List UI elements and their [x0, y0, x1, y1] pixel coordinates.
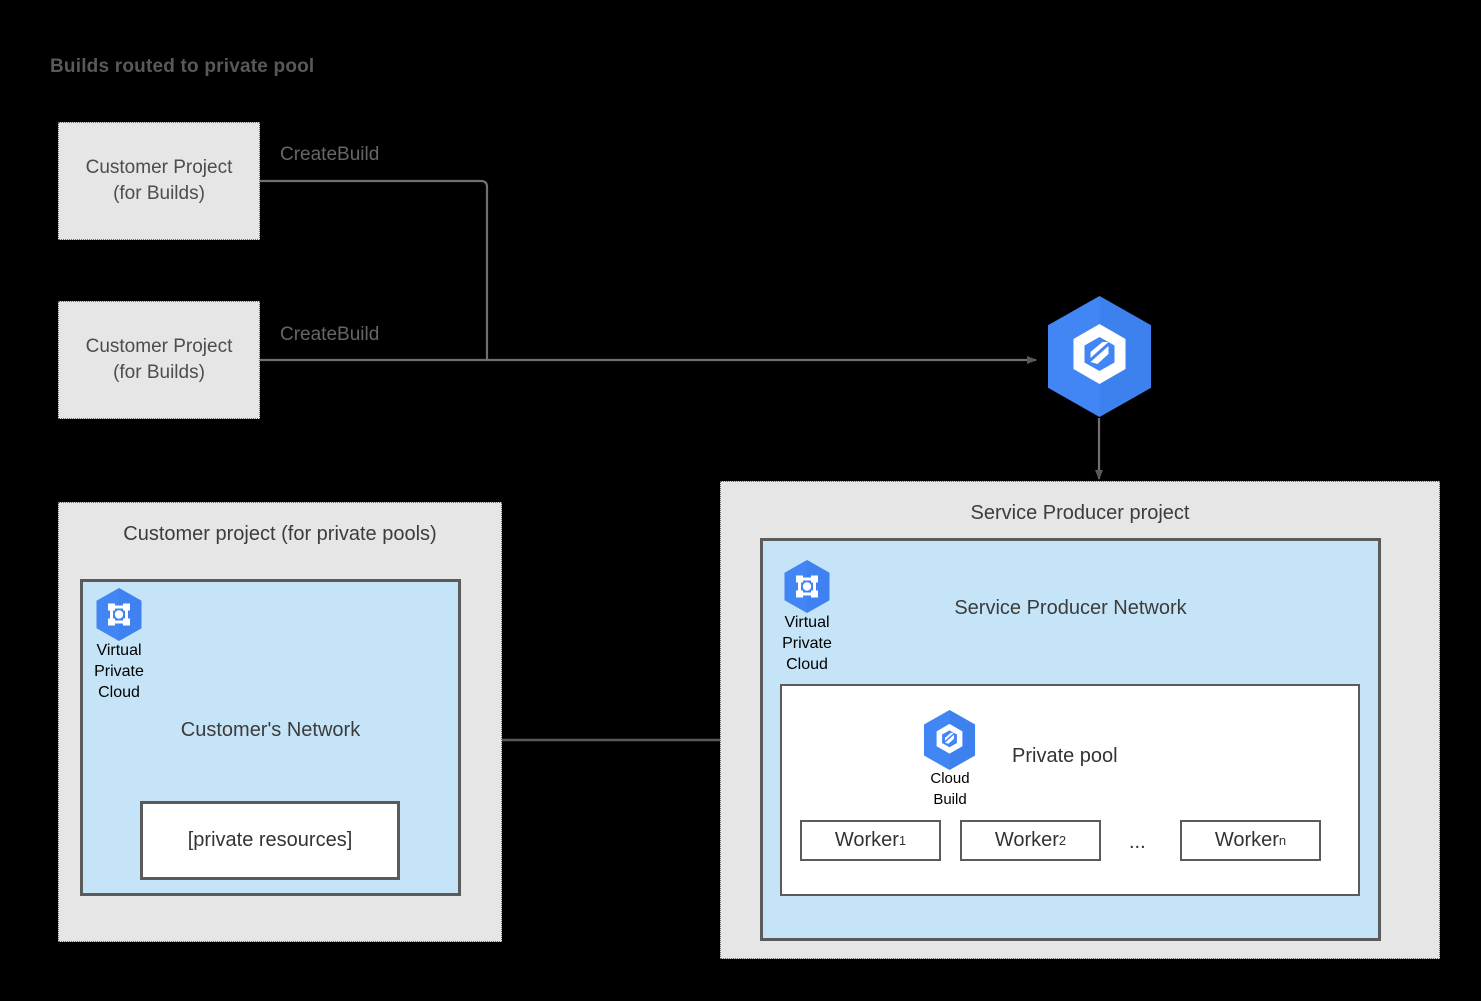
worker-ellipsis: ... [1129, 831, 1146, 853]
producer-vpc-caption-line-3: Cloud [786, 656, 828, 673]
producer-panel-title: Service Producer project [970, 502, 1190, 524]
customer-build-project-box-2[interactable]: Customer Project (for Builds) [58, 301, 260, 419]
cloud-build-caption-line-1: Cloud [930, 770, 970, 787]
customer-build-project-title-1: Customer Project [85, 157, 233, 178]
customer-build-project-subtitle-2: (for Builds) [113, 362, 205, 383]
private-resources-box[interactable]: [private resources] [140, 801, 400, 880]
customer-build-project-title-2: Customer Project [85, 336, 233, 357]
page-title: Builds routed to private pool [50, 56, 315, 77]
customer-build-project-box-1[interactable]: Customer Project (for Builds) [58, 122, 260, 240]
worker-subscript-1: 1 [898, 833, 907, 848]
producer-vpc-caption-line-1: Virtual [784, 614, 830, 631]
service-producer-network-title: Service Producer Network [954, 597, 1187, 619]
private-pool-title: Private pool [1012, 745, 1118, 767]
customer-vpc-caption-line-3: Cloud [98, 684, 140, 701]
create-build-label-1: CreateBuild [280, 144, 380, 165]
customer-panel-title: Customer project (for private pools) [123, 523, 437, 545]
customer-vpc-caption-line-1: Virtual [96, 642, 142, 659]
cloud-build-icon [921, 709, 978, 771]
producer-vpc-caption-line-2: Private [782, 635, 832, 652]
customer-vpc-caption: Virtual Private Cloud [84, 640, 154, 703]
worker-subscript-2: 2 [1058, 833, 1067, 848]
customers-network-title: Customer's Network [180, 719, 361, 741]
worker-label-n: Worker [1214, 829, 1279, 851]
virtual-private-cloud-icon [94, 587, 144, 642]
cloud-build-caption: Cloud Build [914, 768, 986, 810]
virtual-private-cloud-icon [782, 559, 832, 614]
create-build-label-2: CreateBuild [280, 324, 380, 345]
cloud-build-caption-line-2: Build [933, 791, 967, 808]
worker-label-2: Worker [994, 829, 1059, 851]
worker-label-1: Worker [834, 829, 899, 851]
producer-vpc-caption: Virtual Private Cloud [772, 612, 842, 675]
customer-vpc-caption-line-2: Private [94, 663, 144, 680]
private-pool-panel [780, 684, 1360, 896]
cloud-build-icon[interactable] [1043, 294, 1156, 419]
worker-subscript-n: n [1278, 833, 1287, 848]
customer-build-project-subtitle-1: (for Builds) [113, 183, 205, 204]
